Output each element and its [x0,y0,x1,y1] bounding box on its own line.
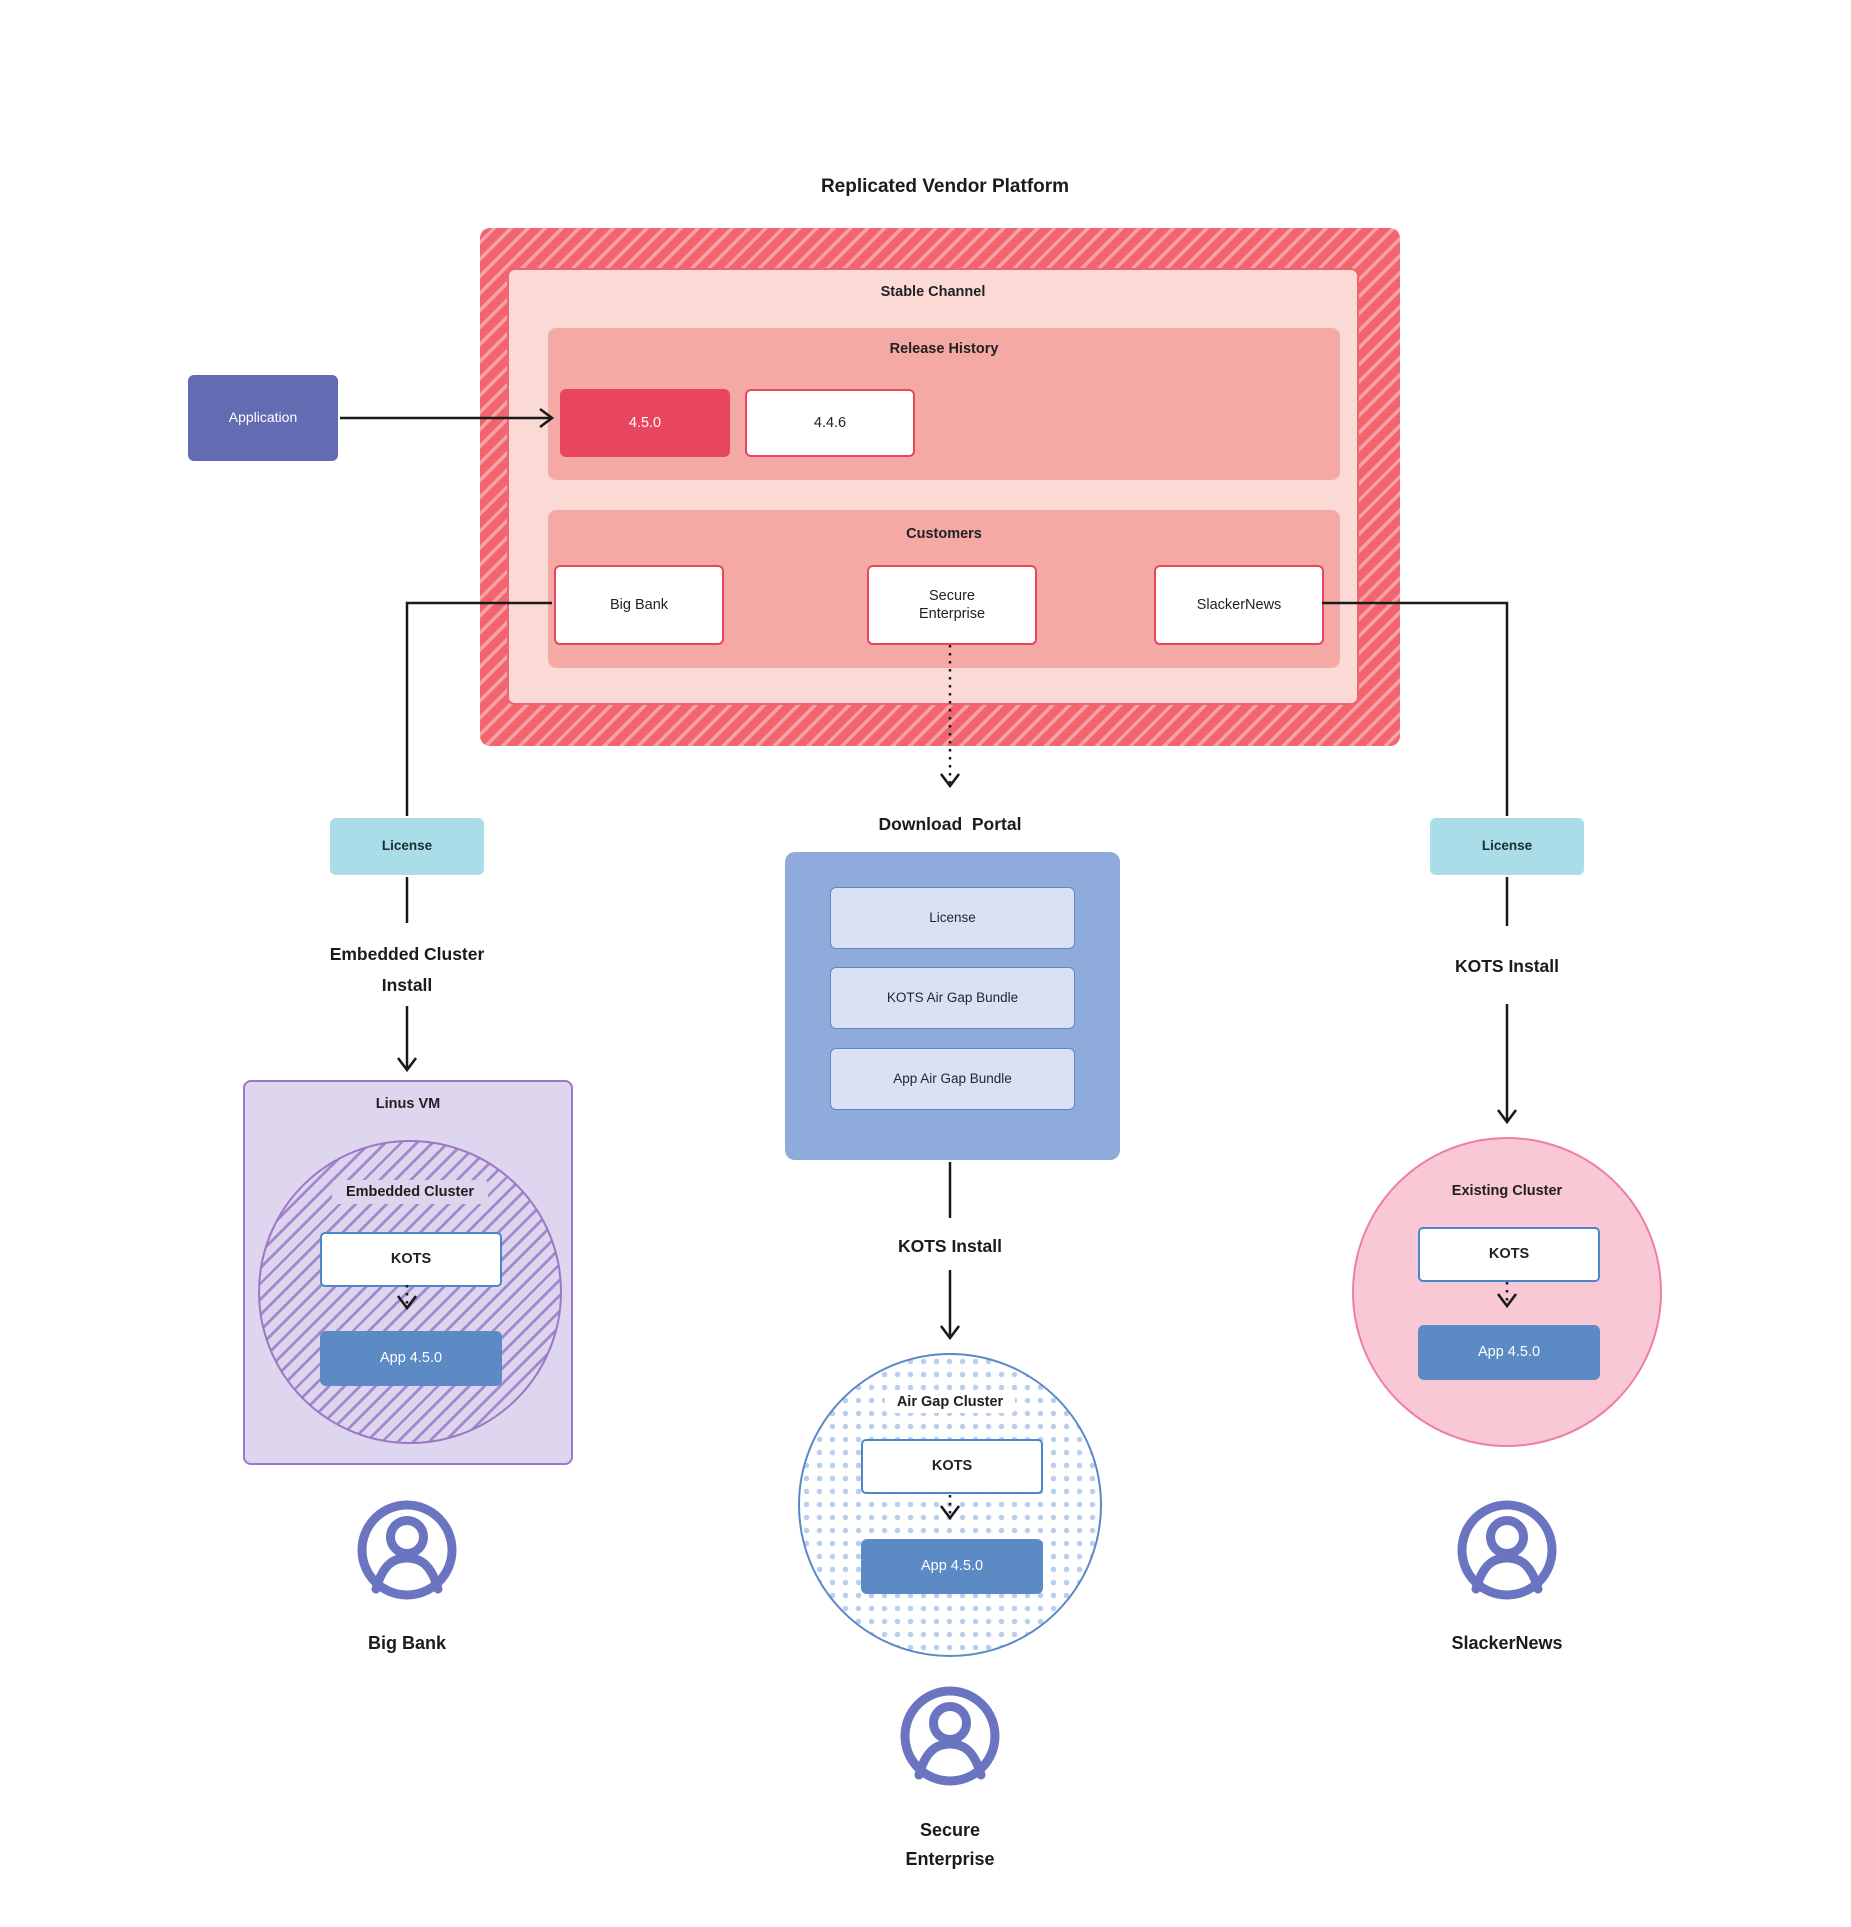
persona-big-bank: Big Bank [367,1633,446,1653]
customers-label: Customers [906,526,982,542]
step-embedded-cluster-install: Embedded Cluster Install [329,944,485,995]
person-icon [1457,1500,1557,1600]
download-portal-label: Download Portal [878,814,1022,834]
kots-box-mid: KOTS [861,1439,1043,1494]
existing-cluster-circle: Existing Cluster KOTS App 4.5.0 [1352,1137,1662,1447]
app-box-left: App 4.5.0 [320,1331,502,1386]
customers-box: Customers Big Bank Secure Enterprise Sla… [548,510,1340,668]
kots-box-left: KOTS [320,1232,502,1287]
portal-license-item: License [830,887,1075,949]
kots-box-right: KOTS [1418,1227,1600,1282]
person-icon [357,1500,457,1600]
air-gap-cluster-label: Air Gap Cluster [884,1391,1016,1413]
release-history-label: Release History [889,341,999,357]
release-4-5-0: 4.5.0 [560,389,730,457]
person-icon [900,1686,1000,1786]
customer-secure-enterprise: Secure Enterprise [867,565,1037,645]
release-history-box: Release History 4.5.0 4.4.6 [548,328,1340,480]
download-portal-box: License KOTS Air Gap Bundle App Air Gap … [785,852,1120,1160]
stable-channel-box: Stable Channel Release History 4.5.0 4.4… [507,268,1359,705]
existing-cluster-label: Existing Cluster [1451,1183,1563,1199]
linus-vm-label: Linus VM [375,1096,441,1112]
license-box-right: License [1430,818,1584,875]
step-kots-install-mid: KOTS Install [897,1236,1003,1256]
portal-app-bundle-item: App Air Gap Bundle [830,1048,1075,1110]
embedded-cluster-circle: Embedded Cluster KOTS App 4.5.0 [258,1140,562,1444]
app-box-right: App 4.5.0 [1418,1325,1600,1380]
diagram-title: Replicated Vendor Platform [820,176,1070,197]
air-gap-cluster-circle: Air Gap Cluster KOTS App 4.5.0 [798,1353,1102,1657]
customer-slackernews: SlackerNews [1154,565,1324,645]
persona-slackernews: SlackerNews [1451,1633,1563,1653]
release-4-4-6: 4.4.6 [745,389,915,457]
customer-big-bank: Big Bank [554,565,724,645]
persona-secure-enterprise: Secure Enterprise [905,1820,995,1869]
portal-kots-bundle-item: KOTS Air Gap Bundle [830,967,1075,1029]
embedded-cluster-label: Embedded Cluster [331,1180,489,1204]
app-box-mid: App 4.5.0 [861,1539,1043,1594]
stable-channel-label: Stable Channel [880,284,986,300]
step-kots-install-right: KOTS Install [1454,956,1560,976]
linus-vm-box: Linus VM Embedded Cluster KOTS App 4.5.0 [243,1080,573,1465]
license-box-left: License [330,818,484,875]
vendor-platform-container: Stable Channel Release History 4.5.0 4.4… [480,228,1400,746]
application-box: Application [188,375,338,461]
